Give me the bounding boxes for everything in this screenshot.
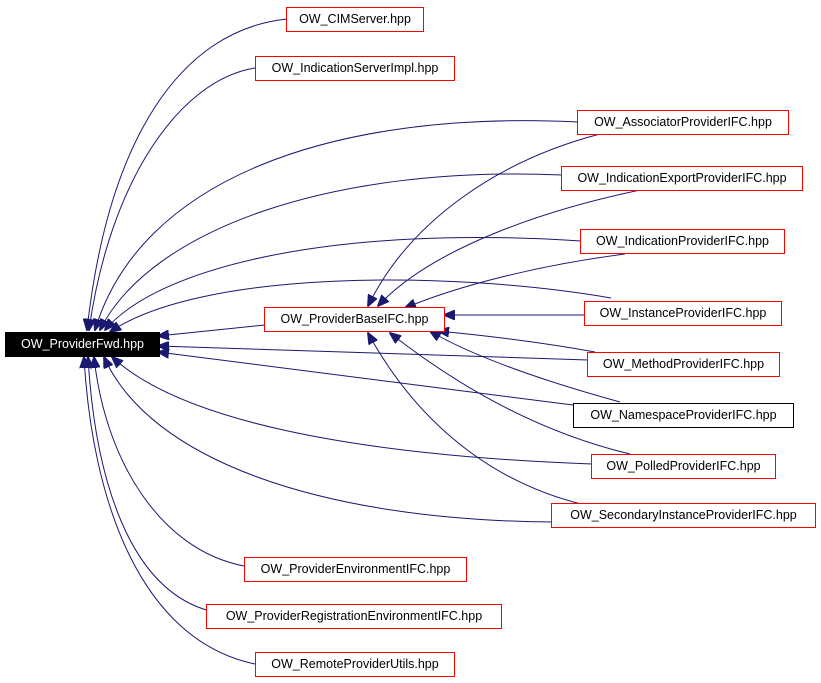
edge-providerregistration-to-fwd xyxy=(88,357,211,612)
node-indication-provider-ifc[interactable]: OW_IndicationProviderIFC.hpp xyxy=(580,229,785,254)
edge-method-to-providerbase xyxy=(438,331,596,353)
edge-indicationprovider-to-providerbase xyxy=(405,253,626,308)
node-method-provider-ifc[interactable]: OW_MethodProviderIFC.hpp xyxy=(587,352,780,377)
edge-secondary-to-providerbase xyxy=(368,333,586,506)
node-provider-base-ifc[interactable]: OW_ProviderBaseIFC.hpp xyxy=(264,307,445,332)
edge-providerenvironment-to-fwd xyxy=(94,357,245,567)
edge-method-to-fwd xyxy=(158,346,589,361)
node-instance-provider-ifc[interactable]: OW_InstanceProviderIFC.hpp xyxy=(584,301,782,326)
edge-indicationexport-to-providerbase xyxy=(378,187,651,306)
node-cim-server[interactable]: OW_CIMServer.hpp xyxy=(286,7,424,32)
node-secondary-instance-provider-ifc[interactable]: OW_SecondaryInstanceProviderIFC.hpp xyxy=(551,503,816,528)
node-polled-provider-ifc[interactable]: OW_PolledProviderIFC.hpp xyxy=(591,454,776,479)
edge-associator-to-providerbase xyxy=(368,133,601,306)
edge-cimserver-to-fwd xyxy=(87,18,288,330)
edge-instance-to-fwd xyxy=(110,279,612,332)
edge-associator-to-fwd xyxy=(95,120,579,330)
node-namespace-provider-ifc[interactable]: OW_NamespaceProviderIFC.hpp xyxy=(573,403,794,428)
edge-indicationexport-to-fwd xyxy=(100,173,563,330)
edge-polled-to-fwd xyxy=(112,357,593,465)
edge-remoteproviderutils-to-fwd xyxy=(84,357,256,665)
edge-namespace-to-fwd xyxy=(158,352,574,406)
edge-namespace-to-providerbase xyxy=(430,331,621,403)
node-provider-environment-ifc[interactable]: OW_ProviderEnvironmentIFC.hpp xyxy=(244,557,467,582)
edge-secondary-to-fwd xyxy=(104,357,553,523)
edge-providerbase-to-fwd xyxy=(158,324,266,336)
edge-polled-to-providerbase xyxy=(390,333,631,455)
node-indication-export-provider-ifc[interactable]: OW_IndicationExportProviderIFC.hpp xyxy=(561,166,803,191)
node-provider-fwd: OW_ProviderFwd.hpp xyxy=(5,332,160,357)
node-associator-provider-ifc[interactable]: OW_AssociatorProviderIFC.hpp xyxy=(577,110,789,135)
edge-indicationserverimpl-to-fwd xyxy=(89,67,256,330)
node-indication-server-impl[interactable]: OW_IndicationServerImpl.hpp xyxy=(255,56,455,81)
node-remote-provider-utils[interactable]: OW_RemoteProviderUtils.hpp xyxy=(255,652,455,677)
node-provider-registration-environment-ifc[interactable]: OW_ProviderRegistrationEnvironmentIFC.hp… xyxy=(206,604,502,629)
